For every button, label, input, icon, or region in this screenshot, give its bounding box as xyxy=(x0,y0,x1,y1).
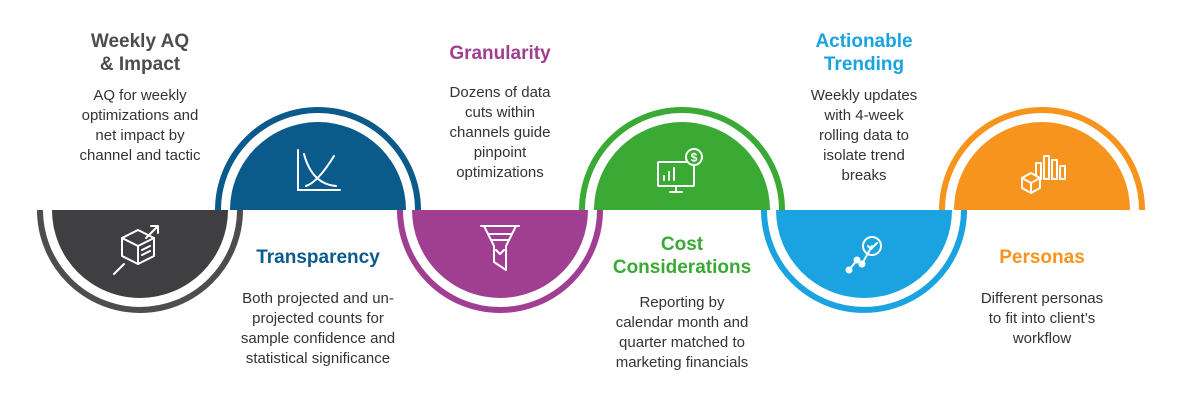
step-2-title: Transparency xyxy=(256,247,380,268)
step-1-description: AQ for weekly optimizations and net impa… xyxy=(79,87,201,164)
svg-text:$: $ xyxy=(691,151,698,165)
step-2-description: Both projected and un- projected counts … xyxy=(240,290,396,367)
curves-chart-icon xyxy=(297,149,341,191)
step-3-description: Dozens of data cuts within channels guid… xyxy=(449,84,551,181)
step-5-description: Weekly updates with 4-week rolling data … xyxy=(810,87,918,184)
funnel-icon xyxy=(480,225,520,271)
step-1-text: Weekly AQ & Impact AQ for weekly optimiz… xyxy=(40,30,240,166)
step-6-title: Personas xyxy=(999,247,1085,268)
box-arrow-icon xyxy=(113,225,159,275)
step-3-text: Granularity Dozens of data cuts within c… xyxy=(400,42,600,183)
persona-bars-icon xyxy=(1021,155,1066,194)
step-5-shape xyxy=(761,209,967,313)
step-2-shape xyxy=(215,107,421,211)
step-6-description: Different personas to fit into client’s … xyxy=(980,290,1104,347)
step-6-shape xyxy=(939,107,1145,211)
step-5-text: Actionable Trending Weekly updates with … xyxy=(764,30,964,186)
step-4-text: Cost Considerations Reporting by calenda… xyxy=(582,233,782,373)
step-6-text: Personas Different personas to fit into … xyxy=(942,246,1142,349)
step-1-title: Weekly AQ & Impact xyxy=(90,31,190,75)
step-4-shape xyxy=(579,107,785,211)
step-2-text: Transparency Both projected and un- proj… xyxy=(208,246,428,369)
step-5-title: Actionable Trending xyxy=(815,31,913,75)
step-4-description: Reporting by calendar month and quarter … xyxy=(615,294,749,371)
monitor-dollar-icon: $ xyxy=(657,148,703,193)
step-1-shape xyxy=(37,209,243,313)
step-4-title: Cost Considerations xyxy=(612,234,752,278)
step-3-title: Granularity xyxy=(449,43,551,64)
trend-check-icon xyxy=(845,236,882,274)
